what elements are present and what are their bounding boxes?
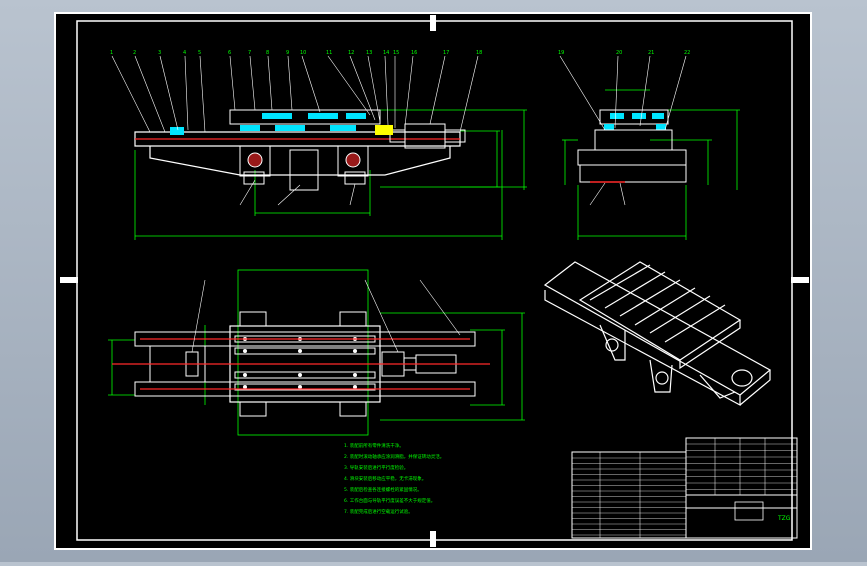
front-leaders: [111, 55, 479, 206]
notes-title: 1. 装配前所有零件清洗干净。: [344, 442, 404, 449]
part-balloon: 8: [266, 50, 269, 56]
part-balloon: 4: [183, 50, 186, 56]
base-rail: [134, 131, 461, 147]
note-line: 2. 装配时滚动轴承应涂润滑脂，并保证转动灵活。: [344, 453, 444, 460]
part-balloon: 20: [616, 50, 622, 56]
note-line: 5. 装配后检查各连接螺栓的紧固情况。: [344, 486, 422, 493]
motor: [389, 123, 466, 149]
part-balloon: 3: [158, 50, 161, 56]
center-marks: [60, 15, 809, 547]
part-balloon: 19: [558, 50, 564, 56]
part-balloon: 7: [248, 50, 251, 56]
note-line: 6. 工作台面与导轨平行度误差不大于规定值。: [344, 497, 435, 504]
drawing-code: TZG: [777, 515, 791, 522]
part-balloon: 22: [684, 50, 690, 56]
side-view: 19 20 21 22: [558, 50, 740, 240]
table-top: [229, 109, 381, 125]
part-balloon: 10: [300, 50, 306, 56]
top-dimensions: [108, 269, 525, 436]
outer-frame: [54, 12, 812, 550]
isometric-view: [543, 261, 772, 407]
side-base: [579, 165, 687, 183]
part-balloon: 2: [133, 50, 136, 56]
side-leaders: [559, 55, 687, 206]
part-balloon: 17: [443, 50, 449, 56]
bolt-holes: [243, 337, 357, 389]
part-balloon: 11: [326, 50, 332, 56]
top-axes: [112, 338, 490, 390]
part-balloon: 12: [348, 50, 354, 56]
note-line: 4. 滑块安装后移动应平稳，无卡滞现象。: [344, 475, 426, 482]
note-line: 3. 导轨安装后进行平行度检验。: [344, 464, 408, 471]
note-line: 7. 装配完成后进行空载运行试验。: [344, 508, 413, 515]
bearing-blocks: [239, 145, 369, 191]
left-bearing: [170, 127, 184, 135]
base-truss: [149, 146, 451, 176]
part-balloon: 15: [393, 50, 399, 56]
table-hatch: [240, 113, 366, 131]
side-balloons: 19 20 21 22: [558, 50, 690, 56]
part-balloon: 16: [411, 50, 417, 56]
part-balloon: 6: [228, 50, 231, 56]
title-block: TZG: [571, 437, 798, 539]
side-hatch: [604, 113, 666, 130]
front-dimensions: [134, 109, 527, 240]
part-balloon: 5: [198, 50, 201, 56]
top-view: [108, 269, 525, 436]
part-balloon: 18: [476, 50, 482, 56]
side-dimensions: [562, 89, 740, 240]
part-balloon: 1: [110, 50, 113, 56]
technical-notes: 1. 装配前所有零件清洗干净。 2. 装配时滚动轴承应涂润滑脂，并保证转动灵活。…: [344, 442, 444, 515]
part-balloon: 9: [286, 50, 289, 56]
top-leaders: [191, 279, 461, 353]
coupling: [375, 125, 393, 135]
side-table: [599, 109, 669, 125]
part-balloon: 13: [366, 50, 372, 56]
slider-blocks: [239, 311, 367, 417]
part-balloon: 14: [383, 50, 389, 56]
part-balloon: 21: [648, 50, 654, 56]
